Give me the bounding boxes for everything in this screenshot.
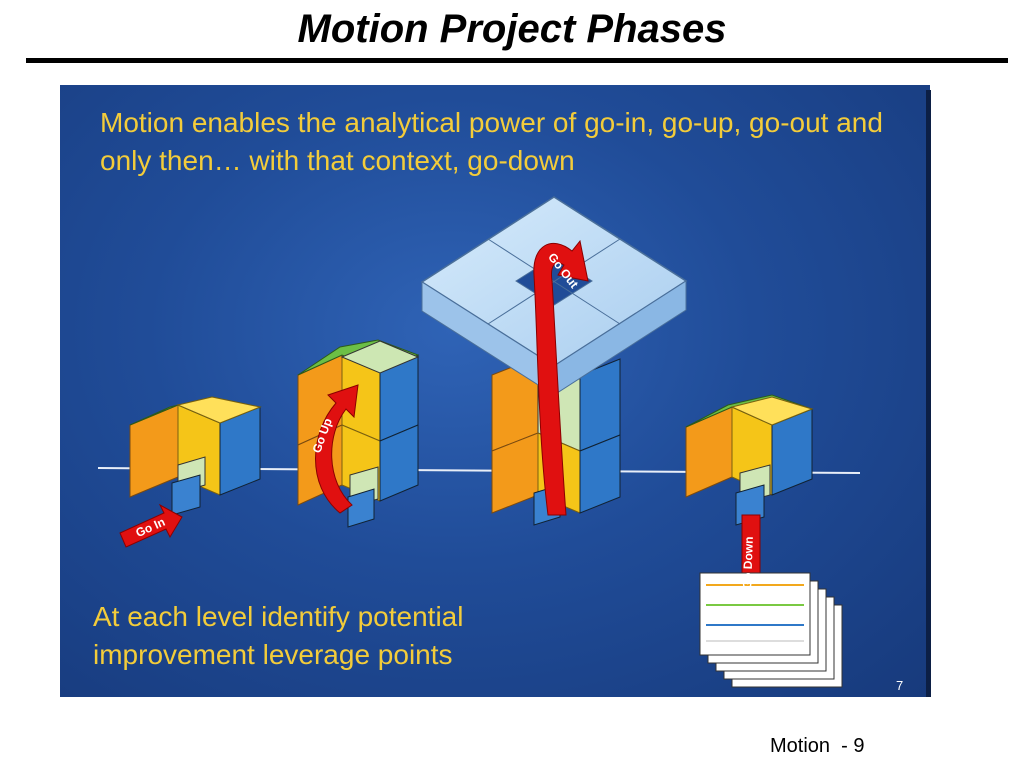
slide-panel-shadow [926,90,931,697]
go-up-arrow [315,384,359,514]
slide-headline: Motion enables the analytical power of g… [100,107,883,176]
document-stack [699,572,843,688]
cube-cluster-1 [129,396,262,516]
page-footer: Motion - 9 [770,735,865,757]
go-down-label: Go Down [740,536,756,589]
page-title: Motion Project Phases [297,7,727,51]
cube-cluster-4 [685,394,814,526]
slide-bottom-text: At each level identify potential improve… [93,601,464,670]
title-divider [26,58,1008,63]
go-in-arrow [119,503,183,548]
slide-number: 7 [896,678,904,693]
go-out-arrow [533,239,589,516]
diagram-illustration: Go In Go Up Go Out Go Down [97,196,861,688]
